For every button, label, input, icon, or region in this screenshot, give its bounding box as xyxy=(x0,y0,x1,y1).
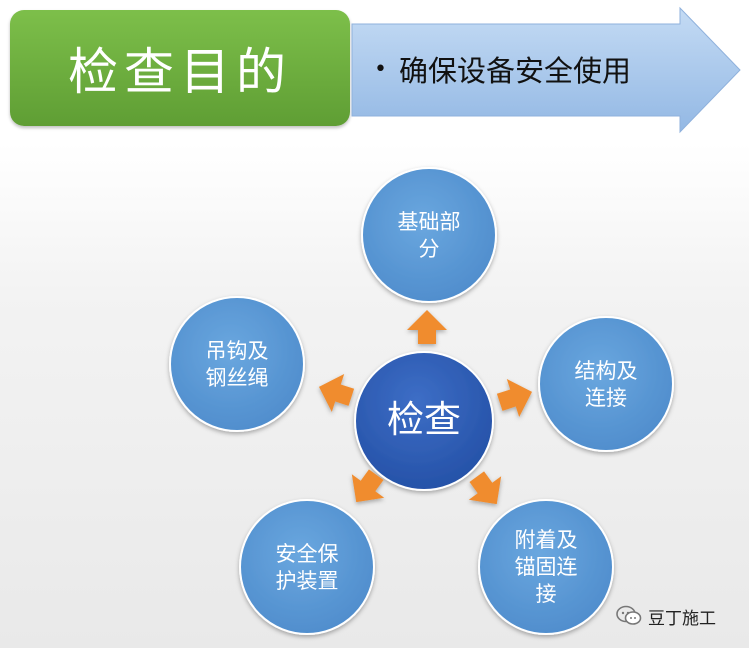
watermark-text: 豆丁施工 xyxy=(648,608,716,629)
center-node xyxy=(354,351,494,491)
header-title-box: 检查目的 xyxy=(10,10,350,126)
center-label: 检查 xyxy=(387,398,461,441)
node-label-anchoring: 附着及锚固连接 xyxy=(514,528,578,606)
bullet-point: • xyxy=(374,56,387,82)
arrow-up xyxy=(407,310,447,344)
node-label-structure: 结构及连接 xyxy=(574,359,638,410)
node-label-hook-wire-rope: 吊钩及钢丝绳 xyxy=(205,339,269,390)
node-structure xyxy=(538,316,674,452)
purpose-text: 确保设备安全使用 xyxy=(398,54,631,88)
node-safety-devices xyxy=(239,499,375,635)
node-foundation xyxy=(361,167,497,303)
arrow-right xyxy=(496,378,533,418)
node-label-foundation: 基础部分 xyxy=(397,210,461,261)
arrow-down-left xyxy=(351,469,385,503)
node-hook-wire-rope xyxy=(169,296,305,432)
node-label-safety-devices: 安全保护装置 xyxy=(275,542,339,593)
wechat-icon xyxy=(616,605,642,625)
arrow-down-right xyxy=(468,471,502,505)
watermark: 豆丁施工 xyxy=(616,602,716,630)
node-anchoring xyxy=(478,499,614,635)
header-title: 检查目的 xyxy=(68,43,292,101)
arrow-left xyxy=(318,373,355,413)
purpose-arrow-banner xyxy=(351,6,741,134)
purpose-item: • 确保设备安全使用 xyxy=(374,44,631,94)
